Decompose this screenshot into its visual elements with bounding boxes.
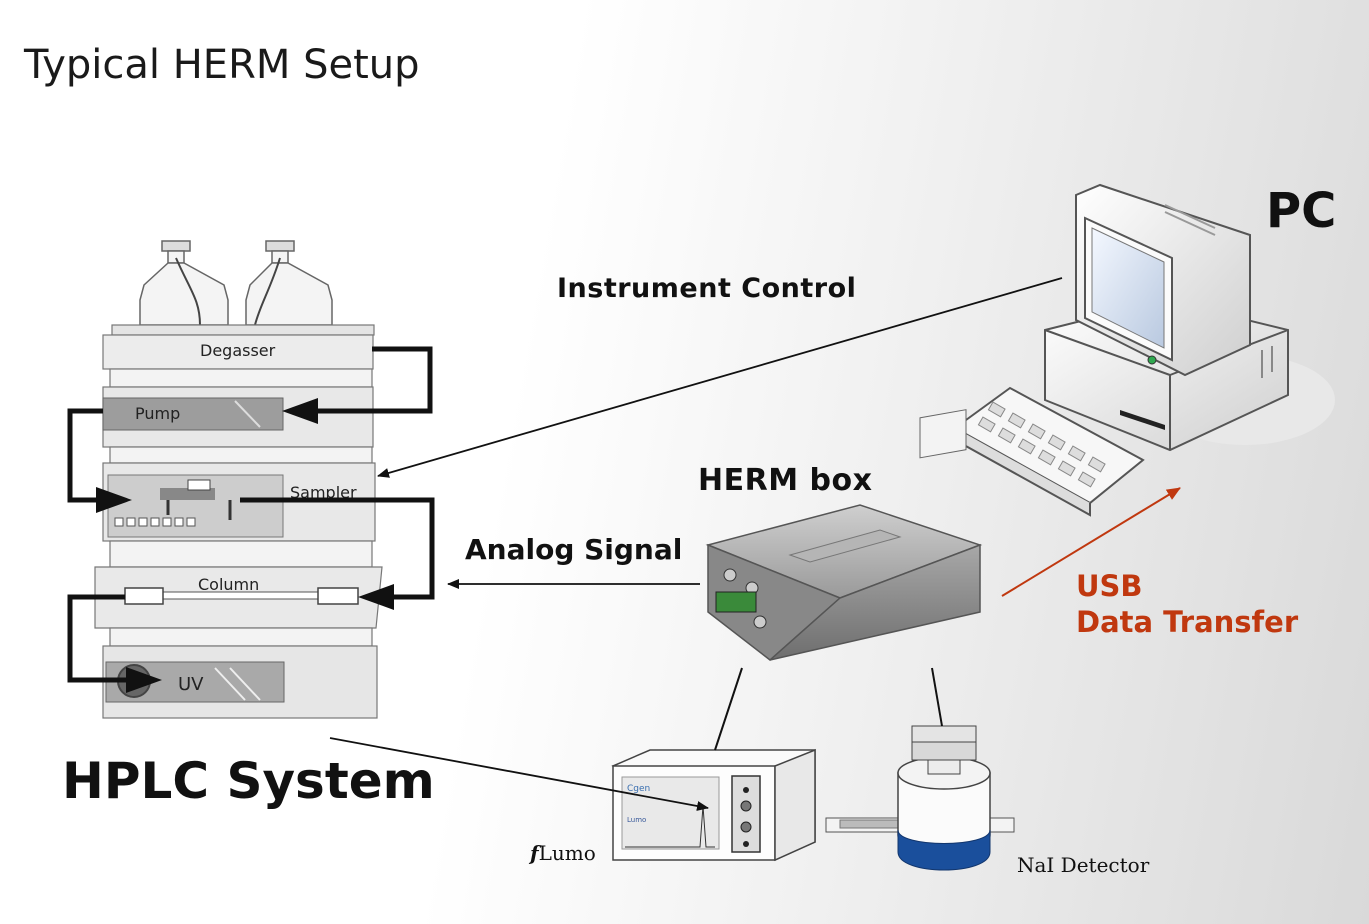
instrument-control-arrow (377, 277, 1063, 478)
hplc-to-flumo-arrow (329, 737, 709, 811)
column-label: Column (198, 575, 259, 594)
solvent-bottles (139, 240, 333, 326)
usb-label-line2: Data Transfer (1076, 605, 1299, 639)
herm-to-nai-cable (931, 667, 943, 727)
usb-transfer-arrow (1001, 487, 1181, 597)
analog-signal-label: Analog Signal (465, 533, 683, 566)
flumo-label: fLumo (530, 841, 596, 865)
herm-to-flumo-cable (714, 667, 743, 751)
uv-label: UV (178, 674, 204, 695)
usb-label-line1: USB (1076, 569, 1143, 603)
hplc-stack: Degasser Pump Sampler Column UV (67, 240, 435, 719)
svg-text:Lumo: Lumo (627, 816, 646, 824)
flumo-label-prefix: f (530, 841, 539, 865)
nai-detector-device (825, 725, 1015, 871)
pc-computer (953, 183, 1335, 517)
svg-text:Cgen: Cgen (627, 784, 650, 794)
usb-data-transfer-label: USB Data Transfer (1076, 568, 1298, 640)
instrument-control-label: Instrument Control (557, 273, 857, 304)
pc-label: PC (1266, 183, 1337, 239)
flumo-detector: Cgen Lumo (611, 748, 816, 862)
nai-detector-label: NaI Detector (1017, 853, 1150, 877)
pump-label: Pump (135, 404, 180, 423)
hplc-system-label: HPLC System (62, 752, 435, 810)
herm-box-device (705, 409, 983, 661)
flumo-label-suffix: Lumo (538, 841, 596, 865)
degasser-label: Degasser (200, 341, 276, 360)
page-title: Typical HERM Setup (24, 42, 420, 88)
sampler-label: Sampler (290, 483, 357, 502)
flow-path (67, 346, 435, 683)
herm-box-label: HERM box (698, 463, 873, 498)
